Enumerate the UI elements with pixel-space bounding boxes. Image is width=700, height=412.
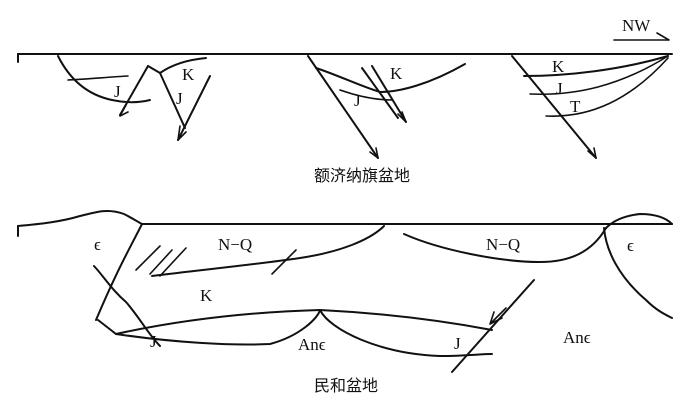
- basin1-fault-1-arrow: [119, 104, 129, 117]
- basin3-west-arrow: [587, 147, 597, 159]
- basin3-t-label: T: [570, 97, 581, 116]
- an-cambrian-label-1: Anϵ: [298, 335, 326, 354]
- j-right-label: J: [454, 334, 461, 353]
- nw-direction-arrow: NW: [613, 16, 670, 41]
- basin1-fault-3-arrow: [177, 125, 187, 141]
- nq-right-label: N−Q: [486, 235, 520, 254]
- basin3-j-label: J: [556, 79, 563, 98]
- top-basin-3: K J T: [511, 55, 669, 159]
- small-fault-4: [271, 249, 297, 275]
- basin1-j-label-2: J: [176, 89, 183, 108]
- right-cambrian-boundary: [603, 227, 673, 319]
- basin1-fault-3: [177, 75, 211, 141]
- right-fault-arrow: [489, 307, 507, 325]
- basin2-west-arrow: [369, 147, 379, 159]
- basin2-fault-a: [361, 67, 399, 119]
- nw-label: NW: [622, 16, 651, 35]
- basin3-t-base: [545, 57, 669, 117]
- basin1-fault-2: [159, 72, 186, 129]
- left-ridge-surface: [17, 209, 143, 227]
- top-basin-2: K J: [307, 55, 466, 159]
- bottom-basin-section: ϵ N−Q K J Anϵ J N−Q ϵ Anϵ 民和盆地: [17, 209, 673, 395]
- basin1-j-label: J: [114, 82, 121, 101]
- an-cambrian-label-2: Anϵ: [563, 328, 591, 347]
- left-cambrian-boundary: [93, 265, 161, 347]
- basin1-k-base: [159, 57, 207, 74]
- nq-base-right: [403, 227, 607, 263]
- basin2-j-top: [339, 89, 393, 101]
- basin3-k-label: K: [552, 57, 565, 76]
- basin3-j-base: [529, 55, 669, 96]
- basin2-fault-arrow: [397, 111, 407, 123]
- bottom-caption: 民和盆地: [314, 376, 378, 395]
- basin1-j-top: [67, 75, 129, 81]
- right-normal-fault: [451, 279, 535, 373]
- an-cambrian-arch: [115, 309, 493, 357]
- basin2-j-label: J: [354, 91, 361, 110]
- nq-base-left: [151, 225, 385, 277]
- small-fault-1: [135, 245, 161, 271]
- top-basin-1: J K J: [57, 55, 211, 141]
- basin3-west-fault: [511, 55, 597, 159]
- left-basin-margin: [95, 223, 143, 321]
- k-bottom-label: K: [200, 286, 213, 305]
- right-cambrian-label: ϵ: [627, 236, 634, 255]
- right-ridge-surface: [605, 213, 673, 229]
- basin2-k-label: K: [390, 64, 403, 83]
- basin1-k-label: K: [182, 65, 195, 84]
- basin1-outer-boundary: [57, 55, 151, 104]
- j-top-surface: [97, 309, 493, 335]
- basin1-fault-link: [147, 65, 161, 74]
- j-left-label: J: [150, 332, 157, 351]
- basin2-west-fault: [307, 55, 379, 159]
- top-caption: 额济纳旗盆地: [314, 166, 410, 185]
- small-fault-3: [159, 247, 187, 277]
- basin2-fault-b: [371, 65, 407, 123]
- top-basin-section: NW J K J K J: [17, 16, 673, 185]
- nw-arrow-head: [656, 32, 670, 41]
- small-fault-2: [149, 249, 173, 275]
- basin3-k-base: [523, 55, 669, 77]
- nq-left-label: N−Q: [218, 235, 252, 254]
- left-cambrian-label: ϵ: [94, 235, 101, 254]
